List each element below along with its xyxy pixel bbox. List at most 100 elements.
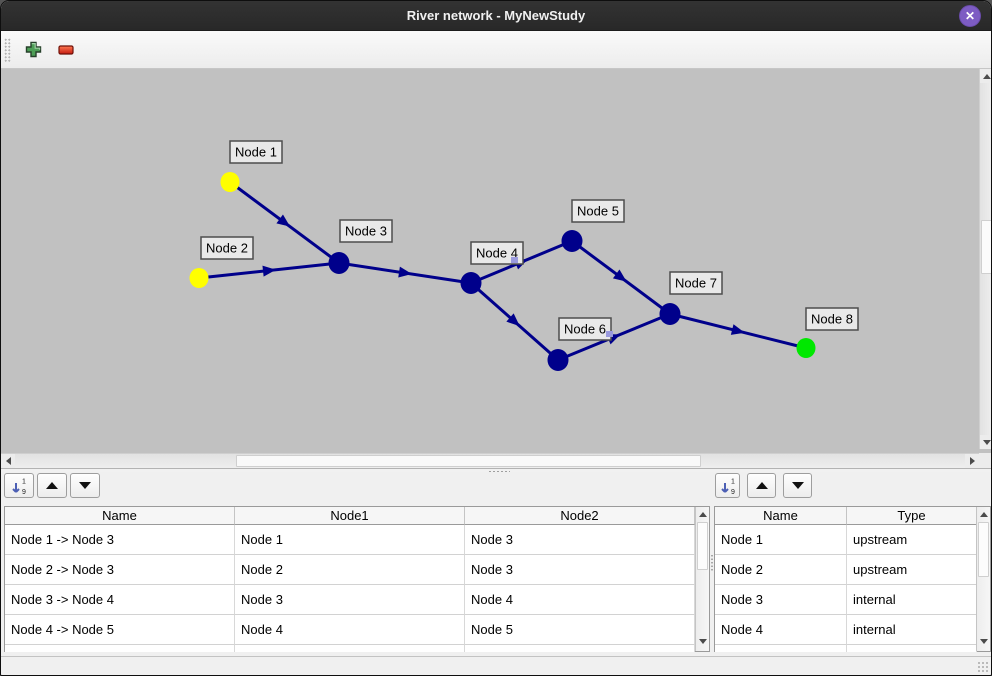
node-node-2[interactable]	[189, 268, 209, 288]
node-node-1[interactable]	[220, 172, 240, 192]
table-cell[interactable]: Node 3 -> Node 4	[5, 585, 235, 615]
close-button[interactable]: ✕	[959, 5, 981, 27]
table-cell	[847, 645, 977, 652]
table-cell[interactable]: Node 1	[715, 525, 847, 555]
table-cell[interactable]: Node 4	[715, 615, 847, 645]
node-label-box[interactable]	[200, 236, 254, 260]
node-node-8[interactable]	[796, 338, 816, 358]
node-label-box[interactable]	[669, 271, 723, 295]
svg-text:9: 9	[731, 489, 735, 495]
node-label: Node 3	[345, 224, 387, 239]
vertical-scroll-thumb[interactable]	[981, 220, 991, 274]
add-node-button[interactable]	[21, 38, 45, 62]
reaches-sort-button[interactable]: 1 9	[4, 473, 34, 498]
node-node-7[interactable]	[659, 303, 681, 325]
table-cell[interactable]: upstream	[847, 525, 977, 555]
table-cell[interactable]: Node 4	[465, 585, 695, 615]
reaches-move-down-button[interactable]	[70, 473, 100, 498]
scroll-thumb[interactable]	[697, 522, 708, 570]
nodes-move-up-button[interactable]	[747, 473, 776, 498]
reaches-move-up-button[interactable]	[37, 473, 67, 498]
column-header[interactable]: Name	[5, 507, 235, 525]
column-header[interactable]: Type	[847, 507, 977, 525]
node-label-box[interactable]	[470, 241, 524, 265]
table-cell[interactable]: Node 1	[235, 525, 465, 555]
plus-icon	[25, 41, 41, 58]
table-cell[interactable]: Node 4 -> Node 5	[5, 615, 235, 645]
column-header[interactable]: Node1	[235, 507, 465, 525]
window-resize-grip[interactable]	[977, 661, 989, 673]
node-node-6[interactable]	[547, 349, 569, 371]
table-row[interactable]	[715, 645, 990, 652]
scroll-up-button[interactable]	[980, 69, 991, 83]
table-row[interactable]	[5, 645, 709, 652]
table-cell[interactable]: Node 3	[715, 585, 847, 615]
column-header[interactable]: Name	[715, 507, 847, 525]
arrow-up-icon	[979, 511, 988, 517]
node-label: Node 2	[206, 241, 248, 256]
node-node-3[interactable]	[328, 252, 350, 274]
node-node-4[interactable]	[460, 272, 482, 294]
canvas-vertical-scrollbar[interactable]	[979, 69, 991, 449]
nodes-move-down-button[interactable]	[783, 473, 812, 498]
table-cell[interactable]: internal	[847, 585, 977, 615]
flow-arrow-icon	[262, 265, 276, 277]
node-label-box[interactable]	[229, 140, 283, 164]
scroll-right-button[interactable]	[965, 454, 979, 468]
node-label-box[interactable]	[805, 307, 859, 331]
table-cell[interactable]: Node 3	[235, 585, 465, 615]
table-cell[interactable]: Node 3	[465, 555, 695, 585]
reaches-table-scrollbar[interactable]	[695, 507, 709, 651]
nodes-sort-button[interactable]: 1 9	[715, 473, 740, 498]
canvas-horizontal-scrollbar[interactable]	[1, 453, 979, 468]
scroll-down-button[interactable]	[980, 435, 991, 449]
remove-node-button[interactable]	[54, 38, 78, 62]
scroll-up-button[interactable]	[977, 507, 990, 521]
flow-arrow-icon	[276, 214, 291, 227]
table-cell[interactable]: Node 2	[715, 555, 847, 585]
node-node-5[interactable]	[561, 230, 583, 252]
scroll-up-button[interactable]	[696, 507, 709, 521]
toolbar-drag-handle[interactable]	[4, 37, 11, 62]
node-label-box[interactable]	[571, 199, 625, 223]
scroll-thumb[interactable]	[978, 522, 989, 577]
table-cell[interactable]: Node 2	[235, 555, 465, 585]
node-label-box[interactable]	[558, 317, 612, 341]
vertical-splitter-handle[interactable]	[710, 554, 714, 572]
scroll-down-button[interactable]	[696, 634, 709, 648]
horizontal-scroll-thumb[interactable]	[236, 455, 701, 467]
column-header[interactable]: Node2	[465, 507, 695, 525]
table-cell	[465, 645, 695, 652]
arrow-fragment	[511, 257, 518, 263]
table-cell[interactable]: Node 4	[235, 615, 465, 645]
down-triangle-icon	[79, 482, 91, 489]
scroll-left-button[interactable]	[1, 454, 15, 468]
minus-icon	[58, 44, 74, 55]
scroll-down-button[interactable]	[977, 634, 990, 648]
table-cell[interactable]: Node 3	[465, 525, 695, 555]
node-label-box[interactable]	[339, 219, 393, 243]
table-cell[interactable]: internal	[847, 615, 977, 645]
table-cell[interactable]: upstream	[847, 555, 977, 585]
svg-text:1: 1	[731, 478, 735, 485]
down-triangle-icon	[791, 482, 804, 489]
title-bar[interactable]: River network - MyNewStudy ✕	[1, 1, 991, 31]
table-cell[interactable]: Node 5	[465, 615, 695, 645]
nodes-table-scrollbar[interactable]	[976, 507, 990, 651]
horizontal-splitter[interactable]	[1, 468, 991, 473]
table-cell[interactable]: Node 1 -> Node 3	[5, 525, 235, 555]
table-cell[interactable]: Node 2 -> Node 3	[5, 555, 235, 585]
node-label: Node 1	[235, 145, 277, 160]
